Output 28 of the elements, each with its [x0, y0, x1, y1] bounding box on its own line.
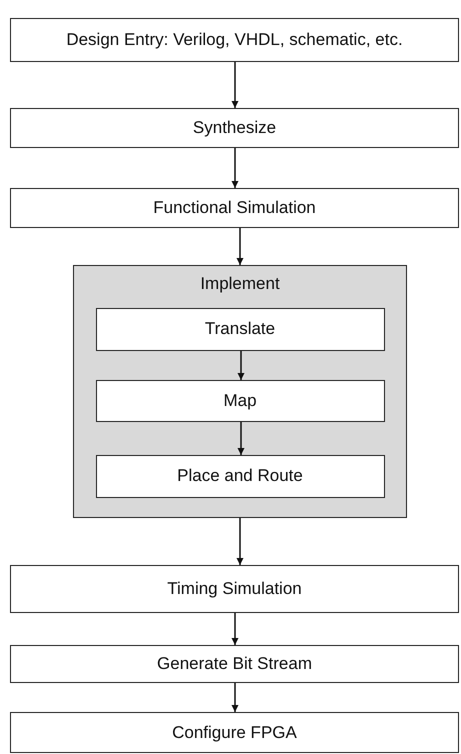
- process-box: [96, 454, 384, 498]
- box-label: Synthesize: [192, 118, 278, 138]
- group-box: [73, 265, 407, 518]
- box-label: Functional Simulation: [152, 198, 317, 218]
- arrow: [232, 683, 238, 712]
- process-box: [10, 18, 459, 62]
- process-box: [10, 565, 459, 613]
- process-box: [10, 712, 459, 753]
- box-label: Timing Simulation: [166, 579, 303, 599]
- process-box: [96, 380, 384, 422]
- arrow: [236, 228, 244, 265]
- process-box: [10, 188, 459, 228]
- box-label: Configure FPGA: [171, 722, 298, 742]
- arrow: [232, 62, 238, 108]
- arrow: [238, 422, 244, 455]
- arrow: [236, 518, 244, 565]
- process-box: [96, 308, 384, 350]
- arrow: [232, 613, 238, 645]
- arrow: [238, 351, 244, 380]
- arrow: [232, 148, 238, 188]
- group-heading: Implement: [199, 274, 281, 294]
- box-label: Generate Bit Stream: [156, 654, 313, 674]
- box-label: Translate: [204, 319, 276, 339]
- box-label: Place and Route: [176, 466, 304, 486]
- process-box: [10, 645, 459, 683]
- box-label: Design Entry: Verilog, VHDL, schematic, etc.: [65, 30, 404, 50]
- box-label: Map: [222, 390, 258, 410]
- process-box: [10, 108, 459, 148]
